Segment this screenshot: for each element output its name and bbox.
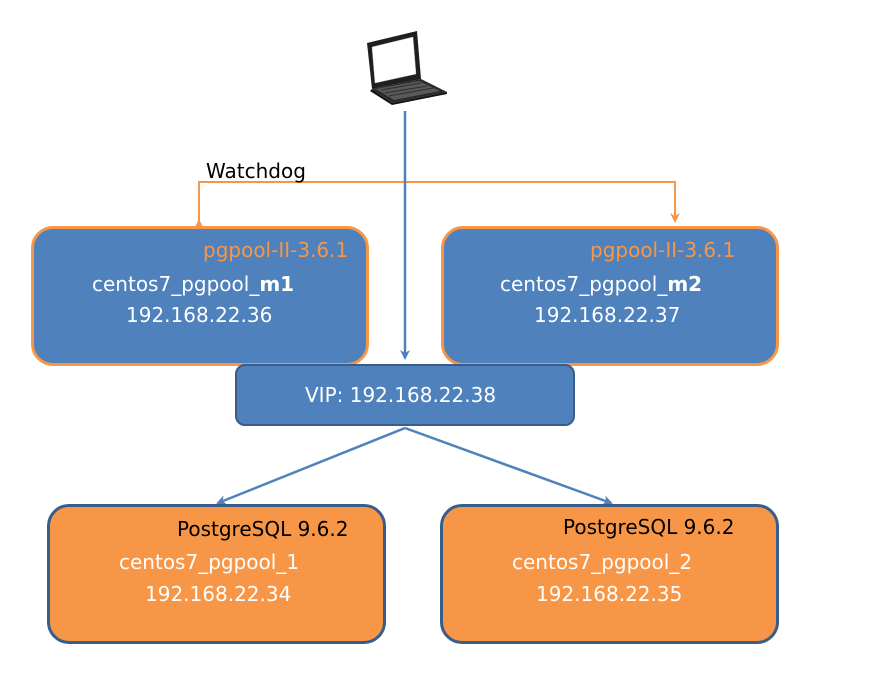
pgpool-m1-ip: 192.168.22.36	[126, 303, 273, 327]
pgpool-m1-hostname: centos7_pgpool_m1	[92, 272, 294, 296]
pgpool-m2-ip: 192.168.22.37	[534, 303, 681, 327]
watchdog-label: Watchdog	[206, 159, 306, 183]
pgpool-m2-software-label: pgpool-II-3.6.1	[590, 238, 736, 262]
postgres-2-software-label: PostgreSQL 9.6.2	[563, 515, 735, 539]
pgpool-m1-host-prefix: centos7_pgpool_	[92, 272, 260, 296]
pgpool-m2-host-prefix: centos7_pgpool_	[500, 272, 668, 296]
pgpool-node-m1: pgpool-II-3.6.1 centos7_pgpool_m1 192.16…	[31, 226, 369, 366]
postgres-1-software-label: PostgreSQL 9.6.2	[177, 517, 349, 541]
watchdog-connector	[194, 181, 680, 229]
pgpool-m2-hostname: centos7_pgpool_m2	[500, 272, 702, 296]
postgres-2-hostname: centos7_pgpool_2	[512, 550, 693, 574]
postgres-1-ip: 192.168.22.34	[145, 582, 292, 606]
pgpool-m1-host-suffix: m1	[259, 272, 295, 296]
pgpool-m2-host-suffix: m2	[667, 272, 703, 296]
postgres-2-ip: 192.168.22.35	[536, 582, 683, 606]
vip-label: VIP: 192.168.22.38	[305, 383, 497, 407]
postgres-node-1: PostgreSQL 9.6.2 centos7_pgpool_1 192.16…	[47, 504, 386, 644]
postgres-1-hostname: centos7_pgpool_1	[119, 550, 300, 574]
postgres-node-2: PostgreSQL 9.6.2 centos7_pgpool_2 192.16…	[440, 504, 779, 644]
vip-box: VIP: 192.168.22.38	[235, 364, 575, 426]
pgpool-node-m2: pgpool-II-3.6.1 centos7_pgpool_m2 192.16…	[441, 226, 779, 366]
vip-postgres-connectors	[216, 426, 613, 505]
laptop-icon	[367, 31, 447, 105]
pgpool-m1-software-label: pgpool-II-3.6.1	[203, 238, 349, 262]
